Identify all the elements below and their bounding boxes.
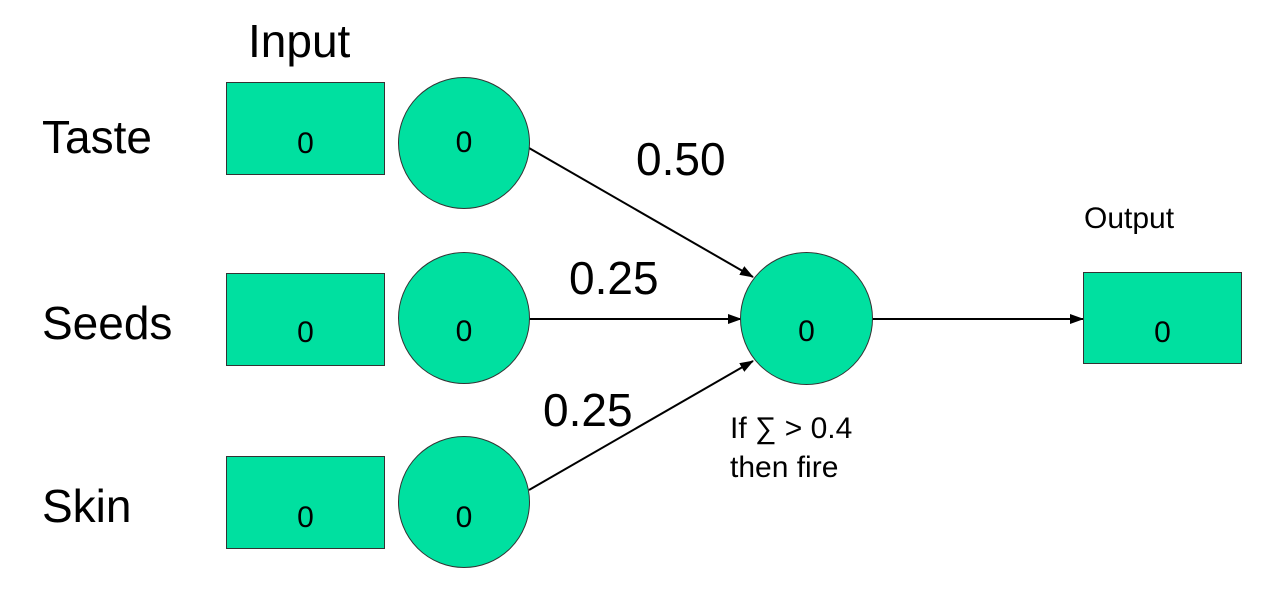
weight-seeds: 0.25 (569, 252, 659, 304)
weight-taste: 0.50 (636, 133, 726, 185)
input-box-skin-value: 0 (297, 501, 314, 534)
input-node-seeds-value: 0 (455, 315, 473, 348)
input-label-seeds: Seeds (42, 297, 173, 349)
edge-skin-to-sum (528, 360, 754, 491)
input-node-skin: 0 (398, 436, 530, 568)
input-node-skin-value: 0 (455, 501, 473, 534)
fire-rule-line-1: If ∑ > 0.4 (730, 412, 853, 445)
input-label-skin: Skin (42, 480, 132, 532)
input-header: Input (248, 15, 351, 67)
input-box-taste: 0 (226, 82, 385, 175)
input-box-seeds: 0 (226, 273, 385, 366)
summation-node-value: 0 (798, 315, 815, 348)
input-node-seeds: 0 (398, 252, 530, 384)
output-box: 0 (1083, 272, 1242, 364)
output-box-value: 0 (1154, 316, 1171, 349)
input-box-taste-value: 0 (297, 127, 314, 160)
fire-rule-line-2: then fire (730, 451, 839, 484)
output-header: Output (1084, 202, 1175, 235)
input-node-taste: 0 (398, 77, 530, 209)
input-node-taste-value: 0 (455, 126, 473, 159)
weight-skin: 0.25 (543, 384, 633, 436)
input-label-taste: Taste (42, 111, 152, 163)
input-box-skin: 0 (226, 456, 385, 549)
summation-node: 0 (740, 252, 873, 385)
input-box-seeds-value: 0 (297, 316, 314, 349)
edge-taste-to-sum (528, 147, 754, 278)
